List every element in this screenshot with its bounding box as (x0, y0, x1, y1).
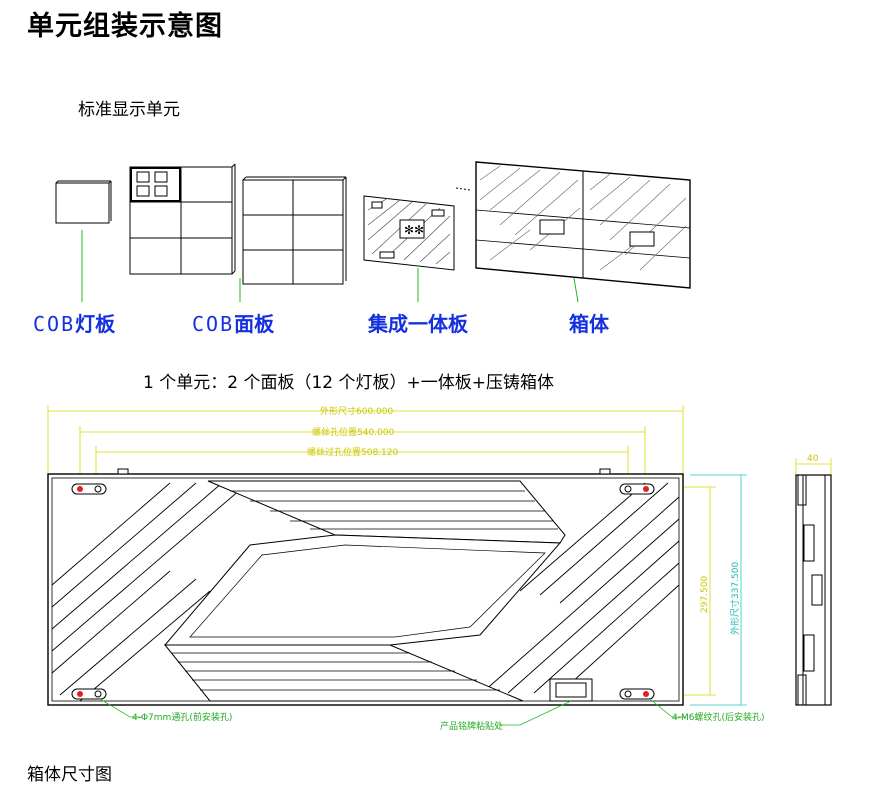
dim-through-hole-position: 螺丝过孔位置508.120 (307, 446, 398, 458)
cabinet-dimension-caption: 箱体尺寸图 (27, 765, 112, 785)
part-label-cjk: 箱体 (569, 312, 609, 336)
part-label-cjk: 灯板 (75, 312, 116, 336)
page-title: 单元组装示意图 (27, 11, 223, 42)
cob-panel (242, 176, 347, 285)
cabinet-side-view (795, 474, 832, 706)
part-label-cabinet: 箱体 (569, 308, 609, 337)
die-cast-cabinet (455, 161, 691, 289)
part-label-latin: COB (33, 312, 76, 336)
callout-front-holes: 4-Φ7mm通孔(前安装孔) (132, 711, 232, 723)
part-label-cjk: 面板 (234, 312, 275, 336)
dim-screw-hole-position: 螺丝孔位置540.000 (312, 426, 394, 438)
part-label-cob-panel: COB面板 (192, 308, 274, 337)
dim-inner-height: 297.500 (700, 576, 710, 613)
svg-text:✻✻: ✻✻ (404, 223, 424, 237)
dim-depth: 40 (807, 454, 819, 464)
section-subtitle: 标准显示单元 (78, 100, 180, 120)
cabinet-rear-view (47, 468, 684, 706)
assembly-diagram: ✻✻ (55, 161, 691, 303)
callout-nameplate: 产品铭牌粘贴处 (440, 720, 503, 732)
dim-overall-height: 外形尺寸337.500 (729, 562, 741, 635)
cob-lamp-board (55, 180, 112, 224)
callout-rear-holes: 4-M6螺纹孔(后安装孔) (672, 711, 765, 723)
mounting-holes (71, 483, 655, 700)
part-label-latin: COB (192, 312, 235, 336)
part-label-cjk: 集成一体板 (368, 312, 468, 336)
unit-composition-text: 1 个单元：2 个面板（12 个灯板）+一体板+压铸箱体 (143, 373, 554, 393)
part-label-cob-lamp-board: COB灯板 (33, 308, 115, 337)
cob-panel (129, 163, 236, 275)
part-label-integrated-board: 集成一体板 (368, 308, 468, 337)
integrated-board: ✻✻ (363, 195, 455, 271)
cabinet-dimension-drawing: 外形尺寸600.000 螺丝孔位置540.000 螺丝过孔位置508.120 2… (47, 405, 832, 732)
leader-line (573, 277, 579, 303)
dim-overall-width: 外形尺寸600.000 (320, 405, 393, 417)
